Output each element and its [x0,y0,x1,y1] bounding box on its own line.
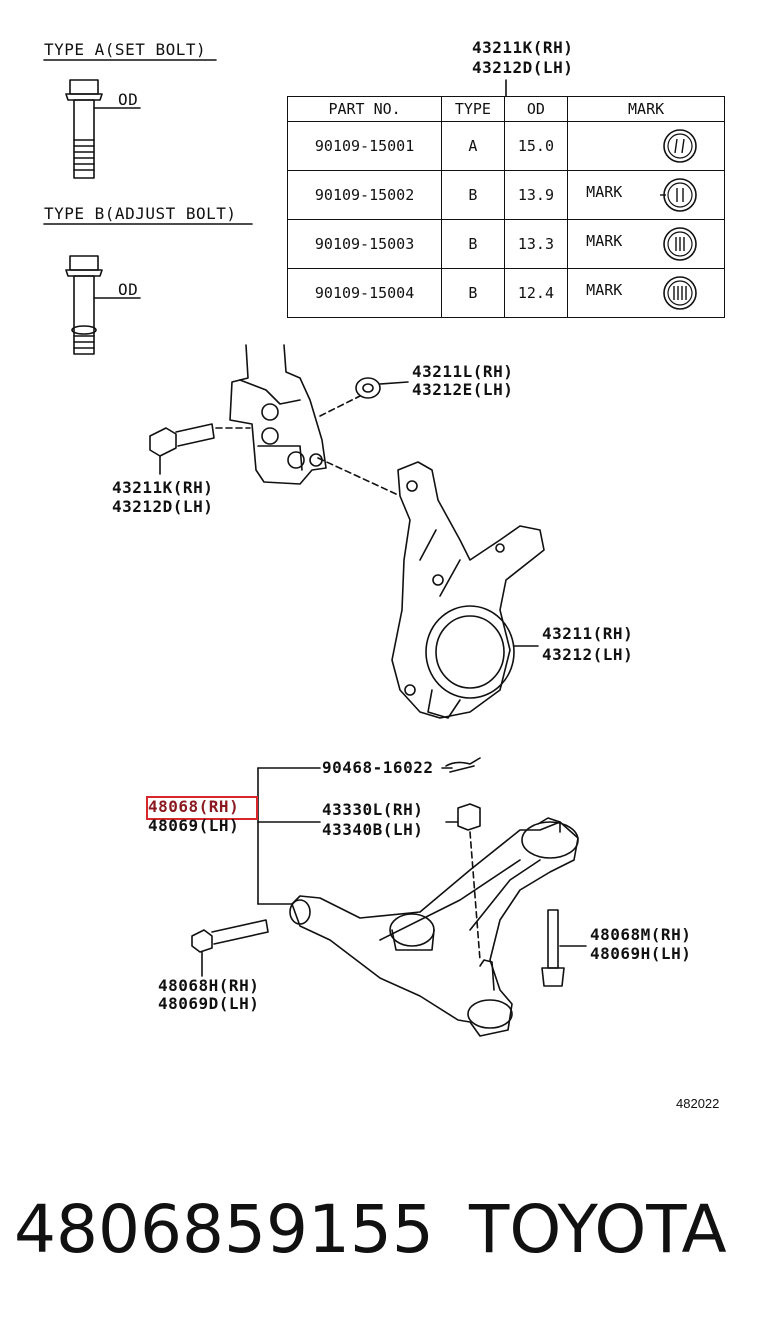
lower-arm-leader-drawing [257,767,453,905]
mark-label: MARK [586,183,623,201]
callout-castle-nut-rh[interactable]: 43330L(RH) [322,800,424,819]
table-header-row: PART NO. TYPE OD MARK [286,96,725,122]
adjust-bolt-icon [65,255,141,355]
callout-bolt-upper-lh[interactable]: 43212D(LH) [112,497,214,516]
col-od: OD [503,96,569,122]
rear-arm-bolt-drawing [541,909,587,987]
cell-mark: MARK [567,170,725,220]
front-arm-bolt-drawing [191,919,269,977]
bolt-head-mark-2-icon [660,178,697,212]
cell-mark [567,121,725,171]
flange-nut-drawing [355,377,409,399]
table-row: 90109-15002 B 13.9 MARK [286,170,725,220]
footer-part-number: 4806859155 [14,1191,434,1268]
cell-od: 13.9 [503,170,569,220]
cell-od: 12.4 [503,268,569,318]
table-row: 90109-15003 B 13.3 MARK [286,219,725,269]
strut-bracket-drawing [229,344,327,485]
callout-knuckle-rh[interactable]: 43211(RH) [542,624,634,643]
bolt-head-mark-4-icon [663,276,697,310]
callout-bolt-rear-rh[interactable]: 48068M(RH) [590,925,692,944]
callout-bolt-front-rh[interactable]: 48068H(RH) [158,976,260,995]
cell-mark: MARK [567,268,725,318]
col-mark: MARK [567,96,725,122]
cell-part: 90109-15003 [286,219,443,269]
cell-part: 90109-15002 [286,170,443,220]
bolt-head-mark-3-icon [663,227,697,261]
type-a-od-label: OD [118,90,139,109]
footer-brand: TOYOTA [469,1191,727,1268]
camber-bolt-drawing [149,423,215,475]
lower-control-arm-drawing [289,817,579,1037]
type-b-title: TYPE B(ADJUST BOLT) [44,204,237,223]
callout-lower-arm-lh[interactable]: 48069(LH) [148,816,240,835]
callout-nut-upper-lh[interactable]: 43212E(LH) [412,380,514,399]
cell-part: 90109-15001 [286,121,443,171]
footer: 4806859155 TOYOTA [14,1190,754,1270]
mark-label: MARK [586,281,623,299]
callout-bolt-upper-rh[interactable]: 43211K(RH) [112,478,214,497]
cell-mark: MARK [567,219,725,269]
callout-cotter-pin[interactable]: 90468-16022 [322,758,434,777]
cell-od: 13.3 [503,219,569,269]
highlight-box [146,796,258,820]
col-part-no: PART NO. [286,96,443,122]
bolt-head-mark-1-icon [663,129,697,163]
bolt-spec-table: PART NO. TYPE OD MARK 90109-15001 A 15.0… [286,96,725,318]
cell-type: B [441,219,505,269]
cell-od: 15.0 [503,121,569,171]
cell-type: B [441,268,505,318]
table-row: 90109-15001 A 15.0 [286,121,725,171]
table-row: 90109-15004 B 12.4 MARK [286,268,725,318]
callout-bolt-rear-lh[interactable]: 48069H(LH) [590,944,692,963]
cell-part: 90109-15004 [286,268,443,318]
col-type: TYPE [441,96,505,122]
callout-nut-upper-rh[interactable]: 43211L(RH) [412,362,514,381]
callout-knuckle-lh[interactable]: 43212(LH) [542,645,634,664]
castle-nut-drawing [445,803,481,961]
type-a-title: TYPE A(SET BOLT) [44,40,207,59]
set-bolt-icon [65,79,141,179]
callout-bolt-front-lh[interactable]: 48069D(LH) [158,994,260,1013]
cell-type: A [441,121,505,171]
type-b-od-label: OD [118,280,139,299]
figure-number: 482022 [676,1096,720,1111]
table-ref-line1: 43211K(RH) [472,38,574,57]
callout-castle-nut-lh[interactable]: 43340B(LH) [322,820,424,839]
cell-type: B [441,170,505,220]
table-ref-line2: 43212D(LH) [472,58,574,77]
callout-lower-arm-rh[interactable]: 48068(RH) [148,797,240,816]
steering-knuckle-drawing [391,461,545,719]
cotter-pin-drawing [445,757,481,773]
mark-label: MARK [586,232,623,250]
